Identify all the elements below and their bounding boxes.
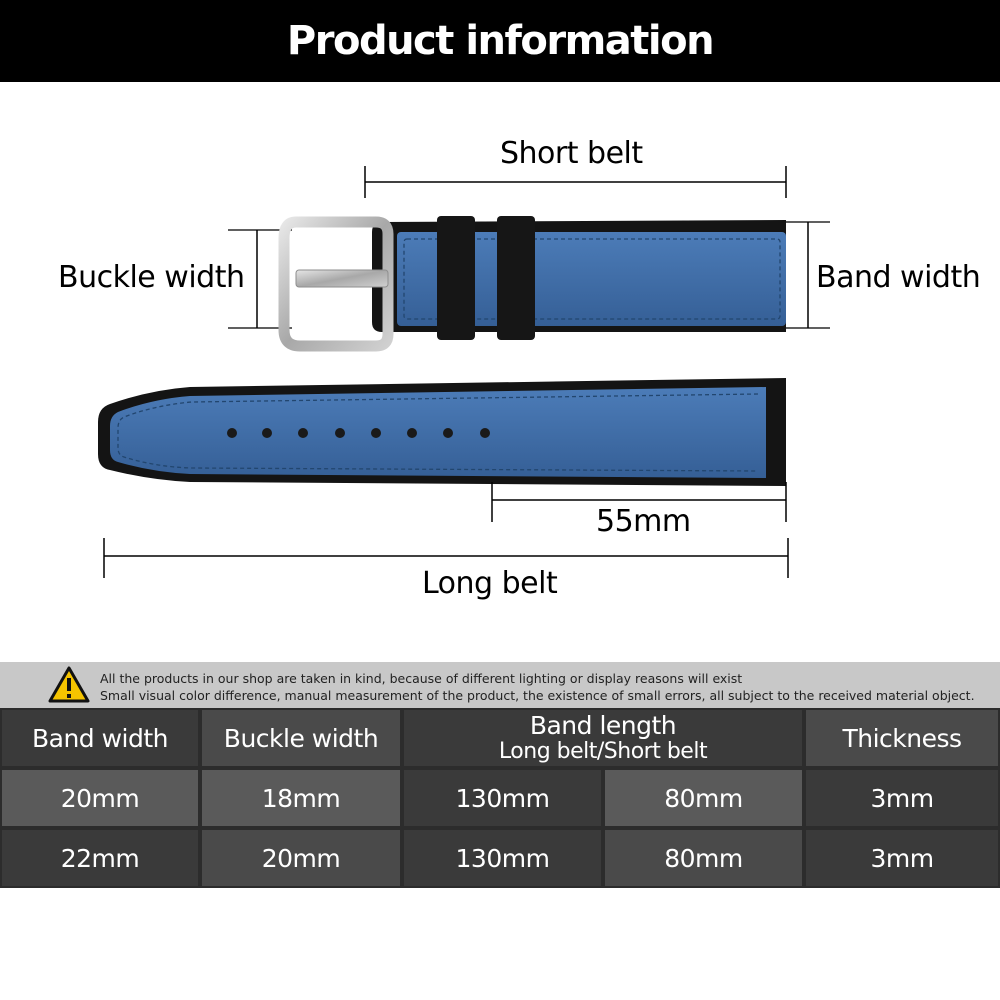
- row1-long-belt-text: 130mm: [455, 783, 550, 813]
- row2-short-belt: 80mm: [605, 830, 802, 886]
- tail-length-label: 55mm: [596, 504, 691, 539]
- row2-thickness: 3mm: [806, 830, 998, 886]
- tail-length-dimension: [491, 482, 787, 522]
- header-band-length-text: Band length: [529, 711, 677, 740]
- band-width-dimension: [786, 221, 830, 329]
- page-title: Product information: [286, 18, 715, 64]
- short-belt-strap: [372, 216, 786, 340]
- header-band-width-text: Band width: [31, 723, 169, 753]
- short-belt-dimension: [364, 166, 787, 198]
- header-band-length-subtext: Long belt/Short belt: [498, 739, 708, 764]
- buckle-width-label: Buckle width: [58, 260, 245, 295]
- row2-long-belt: 130mm: [404, 830, 601, 886]
- long-belt-label: Long belt: [422, 566, 558, 601]
- disclaimer-bar: All the products in our shop are taken i…: [0, 662, 1000, 708]
- header-band-length: Band length Long belt/Short belt: [404, 710, 802, 766]
- row2-band-width-text: 22mm: [60, 843, 140, 873]
- strap-holes: [227, 428, 490, 438]
- row2-band-width: 22mm: [2, 830, 198, 886]
- row1-band-width-text: 20mm: [60, 783, 140, 813]
- strap-illustration: [98, 166, 830, 578]
- row1-buckle-width-text: 18mm: [261, 783, 341, 813]
- title-banner: Product information: [0, 0, 1000, 82]
- header-thickness: Thickness: [806, 710, 998, 766]
- row1-short-belt-text: 80mm: [664, 783, 743, 813]
- row1-long-belt: 130mm: [404, 770, 601, 826]
- disclaimer-line-1: All the products in our shop are taken i…: [100, 671, 743, 686]
- header-buckle-width-text: Buckle width: [223, 723, 379, 753]
- long-belt-strap: [98, 378, 786, 486]
- row2-thickness-text: 3mm: [870, 843, 934, 873]
- warning-triangle-icon: [48, 666, 90, 703]
- row2-buckle-width: 20mm: [202, 830, 400, 886]
- header-thickness-text: Thickness: [842, 723, 962, 753]
- row2-buckle-width-text: 20mm: [261, 843, 341, 873]
- row2-short-belt-text: 80mm: [664, 843, 743, 873]
- row2-long-belt-text: 130mm: [455, 843, 550, 873]
- row1-thickness-text: 3mm: [870, 783, 934, 813]
- spec-table: Band width Buckle width Band length Long…: [0, 708, 1000, 888]
- header-buckle-width: Buckle width: [202, 710, 400, 766]
- disclaimer-line-2: Small visual color difference, manual me…: [100, 688, 975, 703]
- short-belt-label: Short belt: [500, 136, 643, 171]
- row1-band-width: 20mm: [2, 770, 198, 826]
- buckle: [278, 216, 394, 352]
- row1-thickness: 3mm: [806, 770, 998, 826]
- header-band-width: Band width: [2, 710, 198, 766]
- row1-short-belt: 80mm: [605, 770, 802, 826]
- strap-diagram: Short belt Buckle width Band width 55mm …: [0, 82, 1000, 662]
- row1-buckle-width: 18mm: [202, 770, 400, 826]
- band-width-label: Band width: [816, 260, 981, 295]
- long-belt-dimension: [103, 538, 789, 578]
